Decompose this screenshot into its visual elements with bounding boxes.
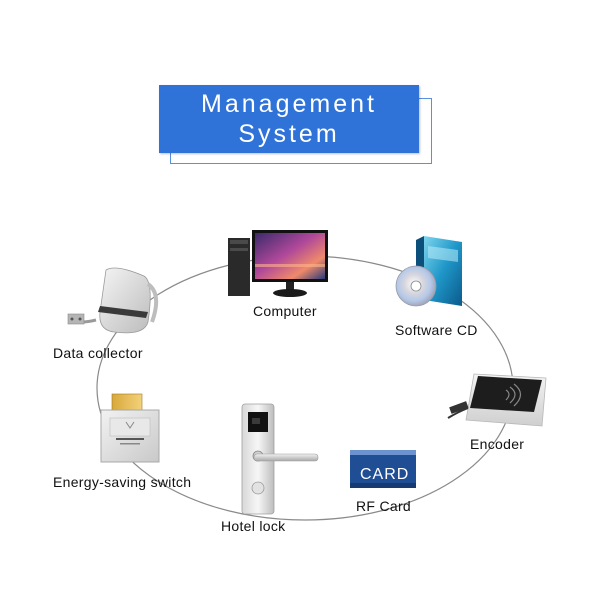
hotel-lock-label: Hotel lock xyxy=(221,518,285,534)
rf-card-face-text: CARD xyxy=(360,466,409,484)
hotel-lock-icon xyxy=(236,402,322,518)
data-collector-label: Data collector xyxy=(53,345,143,361)
computer-label: Computer xyxy=(253,303,317,319)
software-cd-label: Software CD xyxy=(395,322,478,338)
encoder-label: Encoder xyxy=(470,436,524,452)
software-cd-icon xyxy=(392,232,472,314)
data-collector-icon xyxy=(62,262,162,342)
encoder-icon xyxy=(446,368,550,430)
computer-icon xyxy=(226,226,332,298)
energy-saving-switch-icon xyxy=(98,392,164,466)
rf-card-label: RF Card xyxy=(356,498,411,514)
energy-saving-switch-label: Energy-saving switch xyxy=(53,474,191,490)
